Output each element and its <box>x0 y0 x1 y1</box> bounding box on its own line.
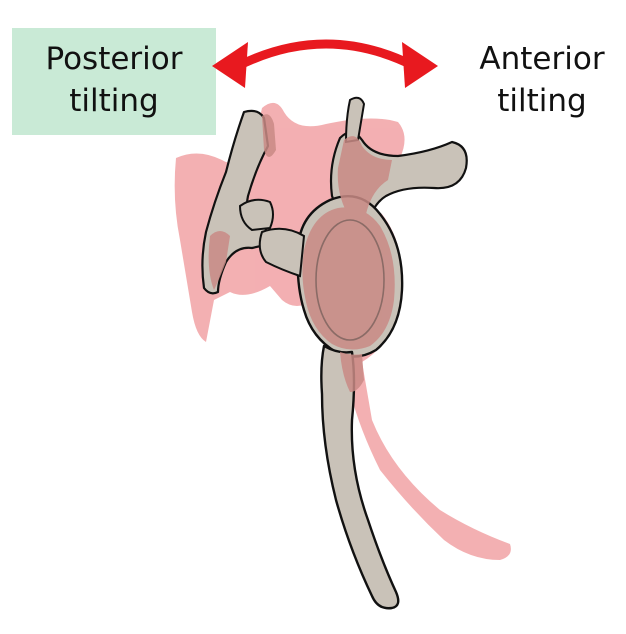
scapula-bone <box>201 96 468 610</box>
posterior-label-line1: Posterior <box>45 41 183 77</box>
posterior-label-box <box>12 28 216 135</box>
posterior-label-line2: tilting <box>69 83 159 119</box>
double-headed-curved-arrow-icon <box>212 39 438 88</box>
glenoid-contour <box>315 219 385 341</box>
anterior-tilting-label: Anterior tilting <box>462 38 622 122</box>
posterior-tilting-label: Posterior tilting <box>12 38 216 122</box>
anterior-label-line2: tilting <box>497 83 587 119</box>
anterior-label-line1: Anterior <box>479 41 605 77</box>
overlap-shading <box>208 114 395 392</box>
